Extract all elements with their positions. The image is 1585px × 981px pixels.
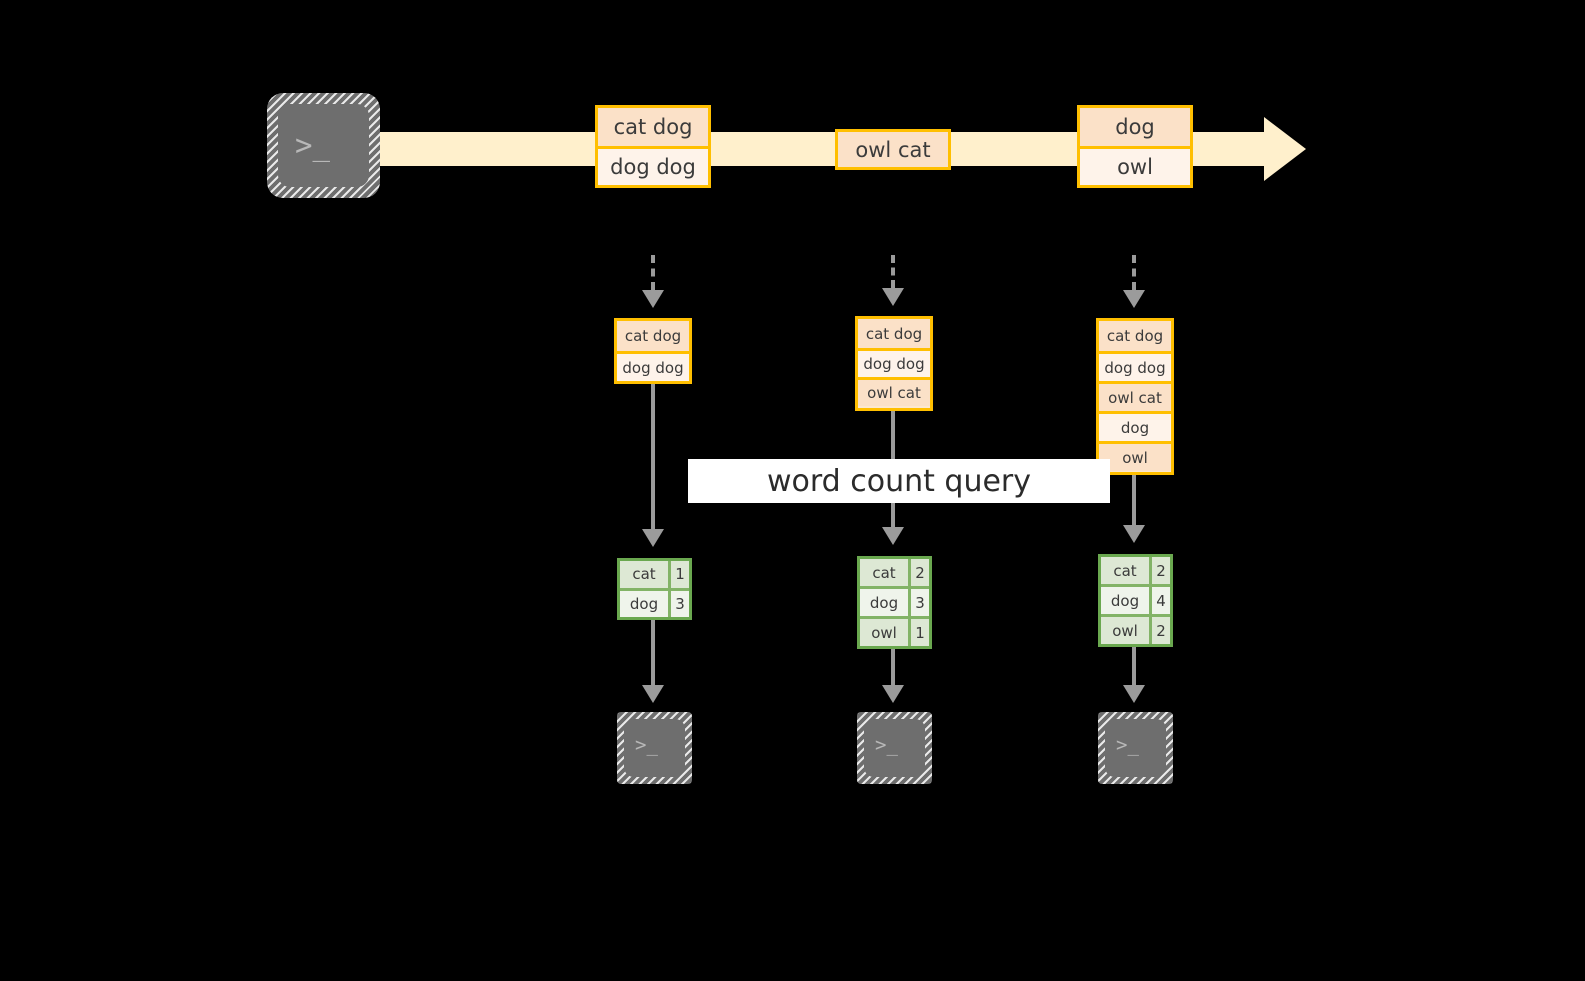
- stream-to-snapshot-arrowhead: [1123, 290, 1145, 308]
- table-row: owl 2: [1101, 614, 1170, 644]
- snapshot-3-events[interactable]: cat dog dog dog owl cat dog owl: [1096, 318, 1174, 475]
- stream-event: owl cat: [838, 132, 948, 167]
- source-terminal-icon[interactable]: >_: [267, 93, 380, 198]
- stream-arrowhead: [1264, 117, 1306, 181]
- query-label-band: word count query: [688, 459, 1110, 503]
- result-word: cat: [860, 559, 908, 586]
- stream-to-snapshot-connector: [651, 255, 655, 290]
- snapshot-2-result-table[interactable]: cat 2 dog 3 owl 1: [857, 556, 932, 649]
- table-row: cat 1: [620, 561, 689, 588]
- query-label: word count query: [766, 463, 1032, 499]
- terminal-prompt-glyph: >_: [295, 128, 330, 162]
- result-word: dog: [620, 590, 668, 617]
- table-row: dog 3: [860, 586, 929, 616]
- snapshot-event: cat dog: [858, 319, 930, 348]
- snapshot-3-to-result-arrowhead: [1123, 525, 1145, 543]
- result-count: 1: [908, 619, 929, 646]
- stream-event-group-1[interactable]: cat dog dog dog: [595, 105, 711, 188]
- terminal-prompt-glyph: >_: [1116, 734, 1139, 756]
- stream-to-snapshot-arrowhead: [642, 290, 664, 308]
- snapshot-event: dog dog: [1099, 351, 1171, 381]
- sink-terminal-icon-1[interactable]: >_: [617, 712, 692, 784]
- table-row: dog 3: [620, 587, 689, 617]
- snapshot-event: dog dog: [858, 348, 930, 377]
- snapshot-event: dog: [1099, 411, 1171, 441]
- terminal-prompt-glyph: >_: [875, 734, 898, 756]
- snapshot-3-to-sink-line: [1132, 647, 1136, 685]
- stream-event: owl: [1080, 146, 1190, 185]
- stream-event: dog: [1080, 108, 1190, 146]
- snapshot-1-to-sink-arrowhead: [642, 685, 664, 703]
- snapshot-1-to-result-line: [651, 384, 655, 529]
- snapshot-event: dog dog: [617, 351, 689, 381]
- snapshot-event: owl cat: [1099, 381, 1171, 411]
- result-word: dog: [860, 589, 908, 616]
- sink-terminal-icon-2[interactable]: >_: [857, 712, 932, 784]
- stream-to-snapshot-arrowhead: [882, 288, 904, 306]
- stream-event-group-3[interactable]: dog owl: [1077, 105, 1193, 188]
- result-count: 3: [908, 589, 929, 616]
- result-word: owl: [860, 619, 908, 646]
- result-count: 1: [668, 561, 689, 588]
- table-row: cat 2: [860, 559, 929, 586]
- result-count: 2: [1149, 617, 1170, 644]
- terminal-body: [1105, 719, 1166, 777]
- terminal-prompt-glyph: >_: [635, 734, 658, 756]
- result-count: 3: [668, 590, 689, 617]
- table-row: owl 1: [860, 616, 929, 646]
- result-count: 4: [1149, 587, 1170, 614]
- sink-terminal-icon-3[interactable]: >_: [1098, 712, 1173, 784]
- table-row: cat 2: [1101, 557, 1170, 584]
- snapshot-1-result-table[interactable]: cat 1 dog 3: [617, 558, 692, 620]
- snapshot-3-to-result-line: [1132, 475, 1136, 525]
- stream-event: cat dog: [598, 108, 708, 146]
- stream-to-snapshot-connector: [891, 255, 895, 288]
- terminal-body: [864, 719, 925, 777]
- snapshot-1-events[interactable]: cat dog dog dog: [614, 318, 692, 384]
- terminal-body: [278, 104, 369, 187]
- snapshot-1-to-sink-line: [651, 620, 655, 685]
- result-count: 2: [1149, 557, 1170, 584]
- result-word: cat: [1101, 557, 1149, 584]
- snapshot-event: cat dog: [617, 321, 689, 351]
- terminal-body: [624, 719, 685, 777]
- snapshot-2-to-result-arrowhead: [882, 527, 904, 545]
- snapshot-2-events[interactable]: cat dog dog dog owl cat: [855, 316, 933, 411]
- stream-event: dog dog: [598, 146, 708, 185]
- table-row: dog 4: [1101, 584, 1170, 614]
- snapshot-event: owl: [1099, 441, 1171, 471]
- snapshot-3-to-sink-arrowhead: [1123, 685, 1145, 703]
- stream-to-snapshot-connector: [1132, 255, 1136, 290]
- result-word: owl: [1101, 617, 1149, 644]
- result-word: dog: [1101, 587, 1149, 614]
- snapshot-event: owl cat: [858, 377, 930, 406]
- snapshot-2-to-sink-line: [891, 649, 895, 685]
- snapshot-event: cat dog: [1099, 321, 1171, 351]
- snapshot-2-to-sink-arrowhead: [882, 685, 904, 703]
- stream-event-group-2[interactable]: owl cat: [835, 129, 951, 170]
- snapshot-1-to-result-arrowhead: [642, 529, 664, 547]
- result-word: cat: [620, 561, 668, 588]
- result-count: 2: [908, 559, 929, 586]
- snapshot-3-result-table[interactable]: cat 2 dog 4 owl 2: [1098, 554, 1173, 647]
